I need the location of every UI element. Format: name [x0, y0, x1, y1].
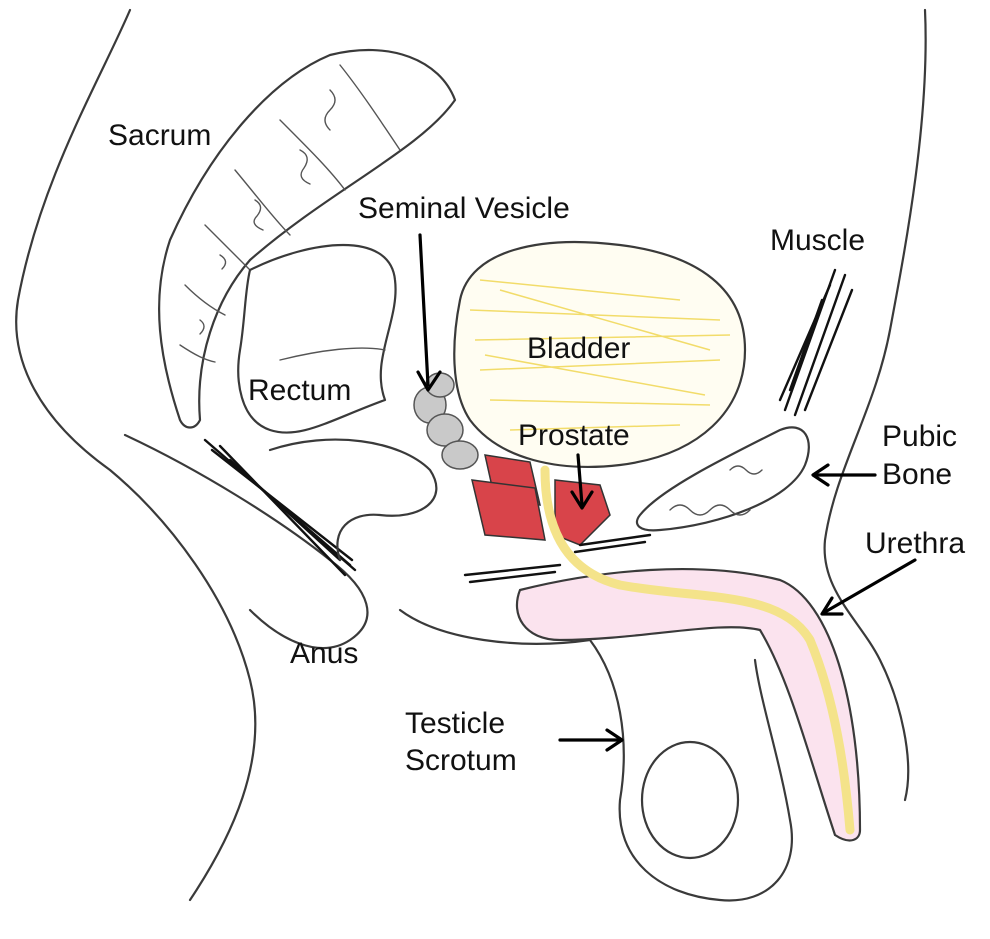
label-bone-line2: Bone	[882, 458, 952, 491]
pelvic-floor-hatch	[205, 440, 355, 575]
label-seminal-vesicle: Seminal Vesicle	[358, 192, 570, 225]
label-anus: Anus	[290, 637, 358, 670]
buttock-outline	[125, 435, 367, 648]
label-prostate: Prostate	[518, 419, 630, 452]
urethra-arrow	[822, 560, 915, 614]
label-testicle: Testicle	[405, 707, 505, 740]
label-bladder: Bladder	[527, 332, 630, 365]
sacrum-shape	[159, 50, 455, 427]
abdominal-muscle-hatch	[780, 270, 852, 415]
label-urethra: Urethra	[865, 527, 965, 560]
testicle-arrow	[560, 730, 622, 750]
label-scrotum: Scrotum	[405, 744, 517, 777]
seminal-vesicle-arrow	[418, 235, 440, 390]
label-rectum: Rectum	[248, 374, 351, 407]
label-sacrum: Sacrum	[108, 119, 211, 152]
rectum-lower	[270, 440, 436, 560]
penis-shape	[517, 569, 860, 840]
label-pubic-line1: Pubic	[882, 420, 957, 453]
label-muscle: Muscle	[770, 224, 865, 257]
